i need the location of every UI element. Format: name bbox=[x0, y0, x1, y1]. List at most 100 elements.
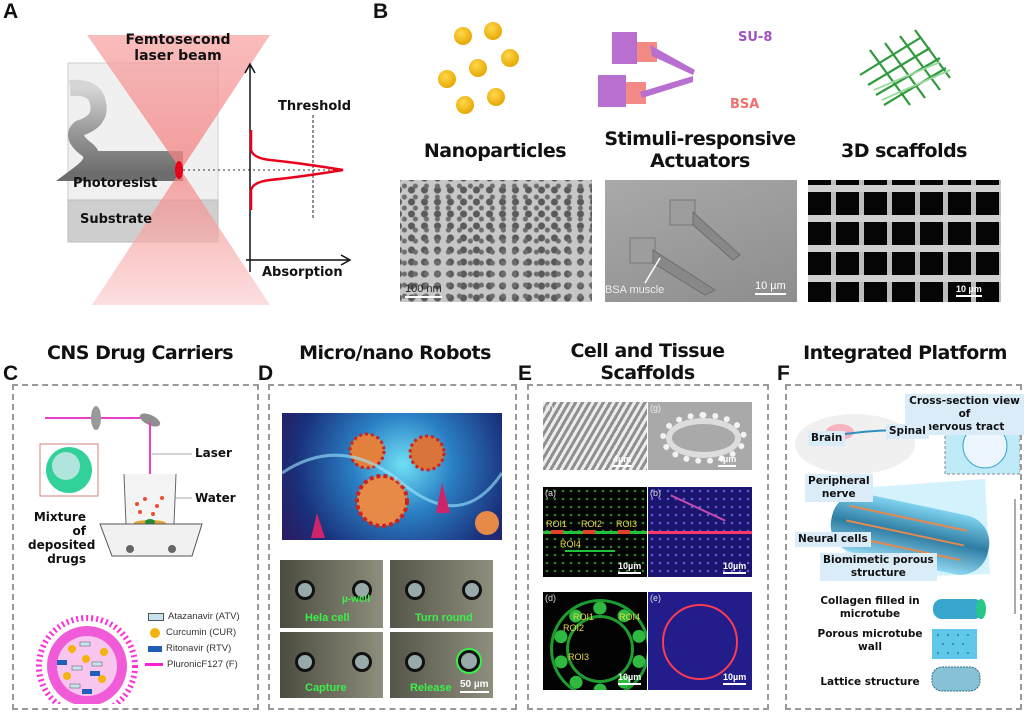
scale-bar-scaffold: 10 µm bbox=[956, 284, 982, 297]
bsa-muscle-label: BSA muscle bbox=[605, 284, 665, 296]
cell-scaffold-panel-box bbox=[527, 384, 769, 710]
scale-bar: 10µm bbox=[618, 672, 641, 685]
micelle-icon bbox=[36, 615, 138, 704]
panel-label-e: E bbox=[518, 362, 533, 385]
scale-bar: 4µm bbox=[718, 454, 736, 467]
focal-spot bbox=[175, 161, 183, 179]
sublabel: (e) bbox=[650, 593, 661, 603]
cns-panel-box bbox=[12, 384, 259, 710]
scale-bar-actuator: 10 µm bbox=[755, 280, 786, 295]
pillar-array-image: (f) 4µm bbox=[543, 402, 647, 470]
actuator-sem-image: BSA muscle 10 µm bbox=[605, 180, 797, 302]
atazanavir-icon bbox=[148, 612, 164, 621]
roi-label: ROI1 bbox=[573, 612, 595, 622]
fabrication-icons bbox=[438, 22, 951, 114]
legend-item-atv: Atazanavir (ATV) bbox=[148, 611, 240, 622]
roi-label: ROI2 bbox=[581, 519, 603, 529]
curcumin-icon bbox=[150, 627, 160, 638]
laser-cone-top bbox=[87, 35, 270, 170]
lattice-tube-icon bbox=[931, 666, 981, 692]
threshold-label: Threshold bbox=[278, 99, 352, 114]
frame-label: Release bbox=[410, 682, 452, 694]
scaffolds-title: 3D scaffolds bbox=[840, 140, 968, 162]
sublabel: (a) bbox=[545, 488, 556, 498]
nanorobot-illustration bbox=[282, 413, 502, 540]
scale-bar: 10µm bbox=[723, 672, 746, 685]
mirror-icon bbox=[139, 413, 161, 427]
neural-cells-label: Neural cells bbox=[795, 532, 871, 547]
absorption-label: Absorption bbox=[262, 265, 343, 280]
spinal-label: Spinal bbox=[886, 424, 929, 439]
panel-label-c: C bbox=[3, 362, 19, 385]
panel-label-b: B bbox=[373, 0, 389, 23]
cns-setup-diagram bbox=[36, 406, 203, 704]
inset-box bbox=[39, 443, 99, 497]
frame-label: Hela cell bbox=[305, 612, 350, 624]
frame-label: Turn round bbox=[415, 612, 473, 624]
platform-panel-box bbox=[785, 384, 1022, 710]
platform-title: Integrated Platform bbox=[803, 342, 1007, 364]
mu-well-label: µ-well bbox=[342, 594, 370, 605]
ring-neuron-image-d: (d) ROI1 ROI2 ROI3 ROI4 10µm bbox=[543, 592, 647, 690]
rat-icon bbox=[795, 414, 915, 474]
frame-capture: Capture bbox=[280, 632, 383, 698]
porous-wall-icon bbox=[932, 629, 977, 659]
roi-label: ROI3 bbox=[616, 519, 638, 529]
scale-bar-robots: 50 µm bbox=[460, 679, 489, 693]
sublabel: (g) bbox=[650, 403, 661, 413]
actuator-icon bbox=[598, 32, 695, 107]
robots-title: Micro/nano Robots bbox=[299, 342, 491, 364]
panel-label-a: A bbox=[3, 0, 19, 23]
two-photon-schematic bbox=[56, 35, 352, 305]
neuron-green-image-a: (a) ROI1 ROI2 ROI3 ROI4 10µm bbox=[543, 487, 647, 577]
photoresist-label: Photoresist bbox=[73, 176, 158, 191]
roi-label: ROI4 bbox=[560, 539, 582, 549]
nanoparticles-tem-image: 100 nm bbox=[400, 180, 592, 302]
neuron-fluorescence-image-b: (b) 10µm bbox=[648, 487, 752, 577]
scaffold-grid-icon bbox=[859, 29, 951, 106]
hotplate-icon bbox=[99, 523, 203, 557]
scaffold-sem-image: 10 µm bbox=[808, 180, 1001, 302]
robots-panel-box bbox=[268, 384, 517, 710]
laser-label: Laser bbox=[195, 446, 232, 460]
roi-label: ROI2 bbox=[563, 623, 585, 633]
helix-structure bbox=[56, 79, 183, 181]
scale-bar: 4µm bbox=[613, 454, 631, 467]
legend-item-rtv: Ritonavir (RTV) bbox=[148, 643, 231, 654]
laser-cone-bottom bbox=[92, 170, 270, 305]
ring-pillar-image: (g) 4µm bbox=[648, 402, 752, 470]
su8-label: SU-8 bbox=[738, 30, 773, 45]
scale-bar: 10µm bbox=[723, 561, 746, 574]
roi-label: ROI3 bbox=[568, 652, 590, 662]
nanoparticles-title: Nanoparticles bbox=[423, 140, 567, 162]
scale-bar-np: 100 nm bbox=[405, 283, 442, 298]
panel-label-f: F bbox=[777, 362, 790, 385]
substrate-label: Substrate bbox=[80, 212, 153, 227]
sublabel: (b) bbox=[650, 488, 661, 498]
roi-label: ROI4 bbox=[619, 612, 641, 622]
legend-item-f127: PluronicF127 (F) bbox=[145, 659, 238, 670]
panel-label-d: D bbox=[258, 362, 274, 385]
frame-turn-round: Turn round bbox=[390, 560, 493, 628]
lattice-label: Lattice structure bbox=[820, 676, 920, 688]
roi-label: ROI1 bbox=[546, 519, 568, 529]
gaussian-curve bbox=[249, 130, 344, 210]
pluronic-icon bbox=[145, 663, 163, 666]
collagen-tube-icon bbox=[933, 599, 983, 619]
sublabel: (f) bbox=[545, 403, 554, 413]
frame-label: Capture bbox=[305, 682, 347, 694]
frame-hela-cell: µ-well Hela cell bbox=[280, 560, 383, 628]
frame-release: Release 50 µm bbox=[390, 632, 493, 698]
scale-bar: 10µm bbox=[618, 561, 641, 574]
ritonavir-icon bbox=[148, 645, 162, 652]
ring-fluorescence-image-e: (e) 10µm bbox=[648, 592, 752, 690]
nanoparticles-icon bbox=[438, 22, 519, 114]
